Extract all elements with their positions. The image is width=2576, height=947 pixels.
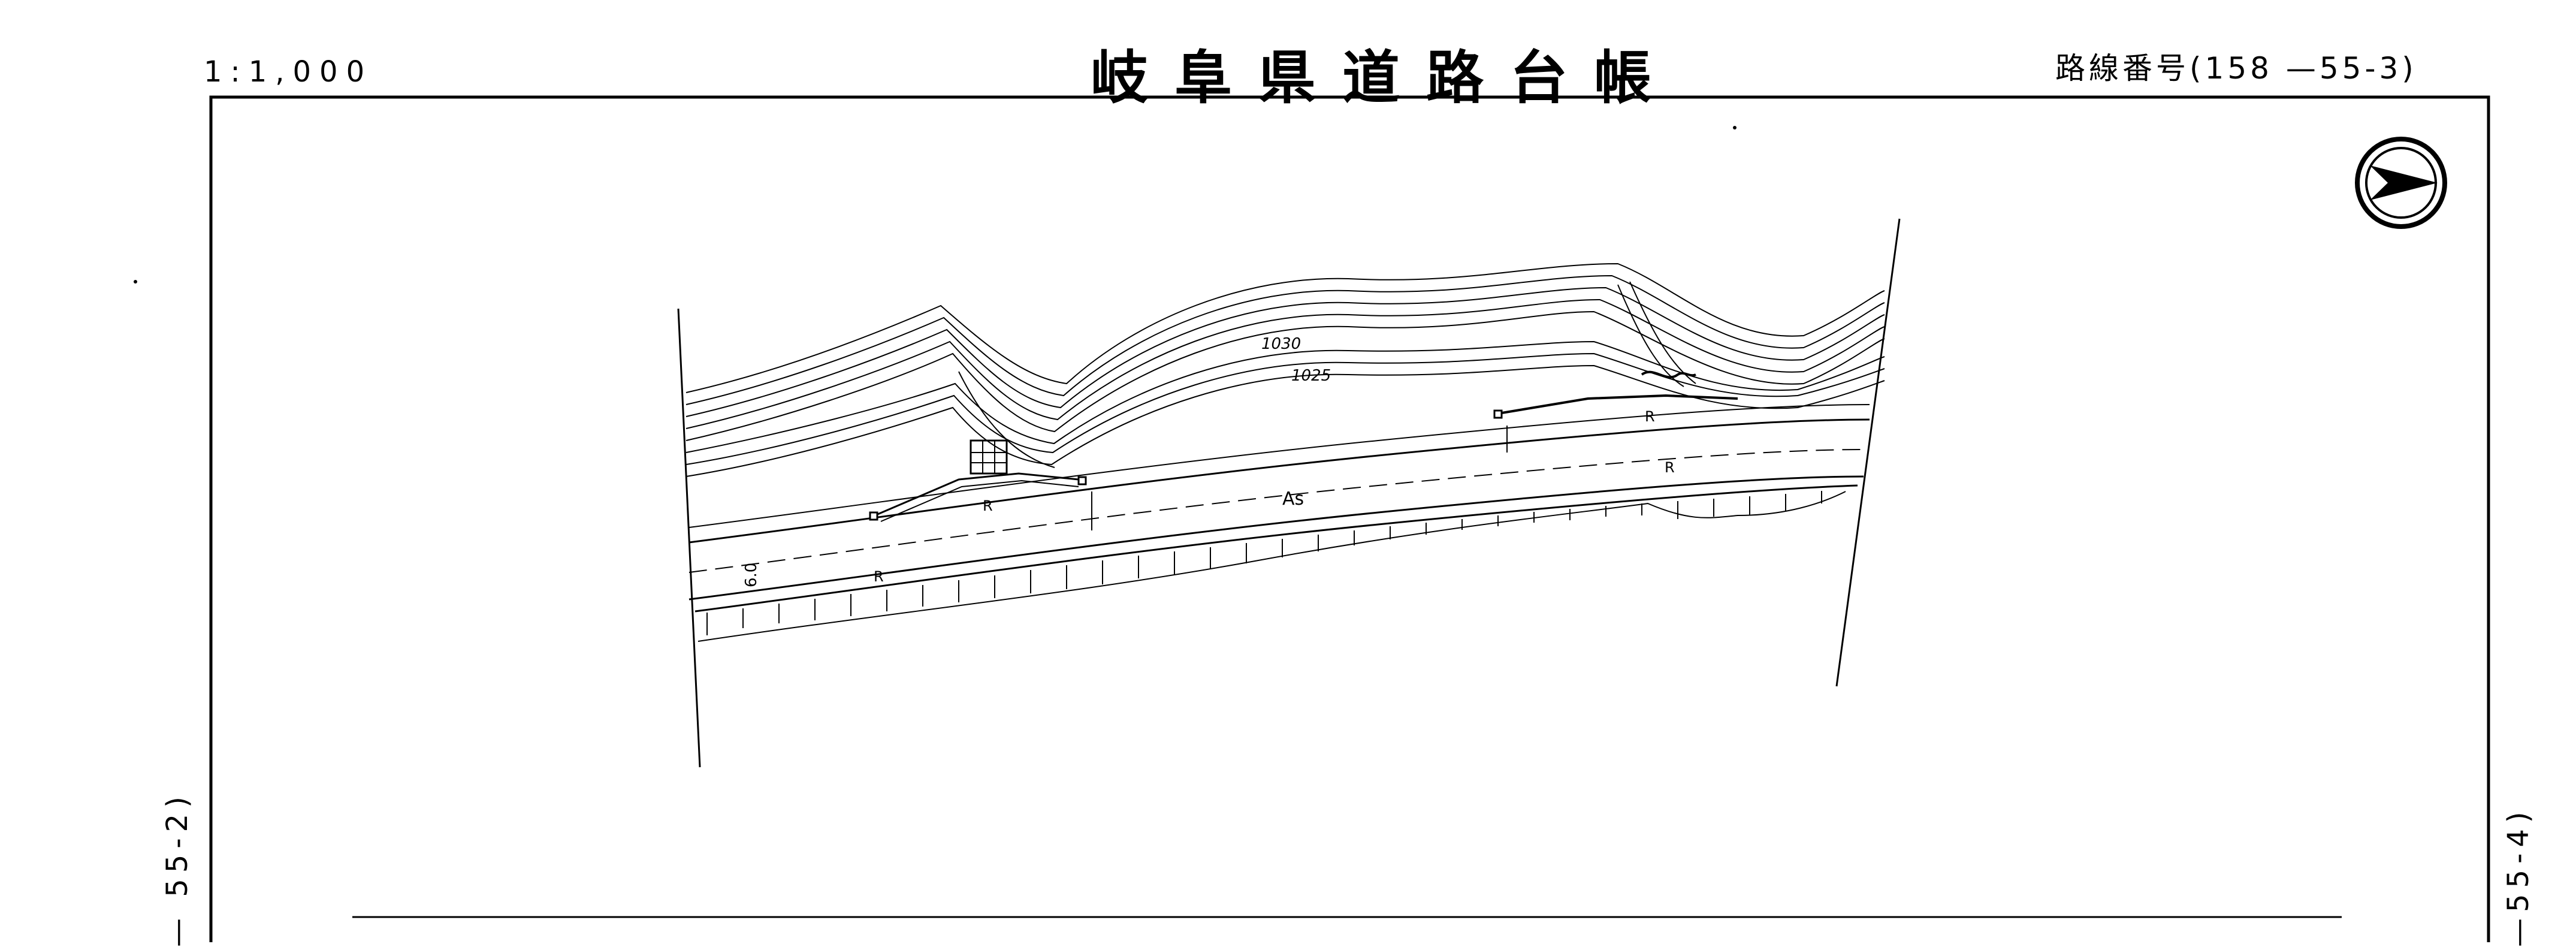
retaining-wall-mark: R bbox=[874, 568, 884, 585]
retaining-wall-mark: R bbox=[983, 497, 993, 514]
speck bbox=[134, 280, 137, 284]
structures bbox=[869, 370, 1738, 530]
contour-label-1025: 1025 bbox=[1291, 367, 1331, 385]
road-edge-north bbox=[688, 404, 1870, 528]
road-width-label: 6.0 bbox=[742, 563, 760, 587]
retaining-wall-left bbox=[874, 472, 1079, 517]
sheet-frame bbox=[209, 95, 2490, 942]
match-line-left bbox=[677, 308, 701, 768]
slope-hatching bbox=[706, 491, 1822, 635]
retaining-wall-right bbox=[1497, 394, 1738, 415]
map-title: 岐阜県道路台帳 bbox=[1091, 44, 1678, 111]
road-centre-line bbox=[688, 449, 1864, 573]
map-scale: 1:1,000 bbox=[204, 55, 373, 89]
route-number: 路線番号(158 —55-3) bbox=[2055, 51, 2417, 86]
road-edge-upper bbox=[688, 418, 1870, 544]
contour-label-1030: 1030 bbox=[1261, 335, 1301, 353]
road-shoulder-lower bbox=[694, 484, 1858, 613]
retaining-wall-mark: R bbox=[1645, 408, 1655, 425]
speck bbox=[1733, 126, 1737, 129]
match-line-right bbox=[1835, 218, 1901, 687]
slope-bottom-line bbox=[697, 491, 1846, 642]
road bbox=[688, 404, 1870, 642]
culvert-box bbox=[970, 439, 1008, 475]
retaining-wall-mark: R bbox=[1665, 459, 1675, 476]
road-edge-lower bbox=[688, 475, 1864, 601]
north-arrow-icon bbox=[2355, 137, 2447, 229]
pavement-label: As bbox=[1282, 488, 1304, 509]
contour-lines bbox=[685, 263, 1885, 477]
